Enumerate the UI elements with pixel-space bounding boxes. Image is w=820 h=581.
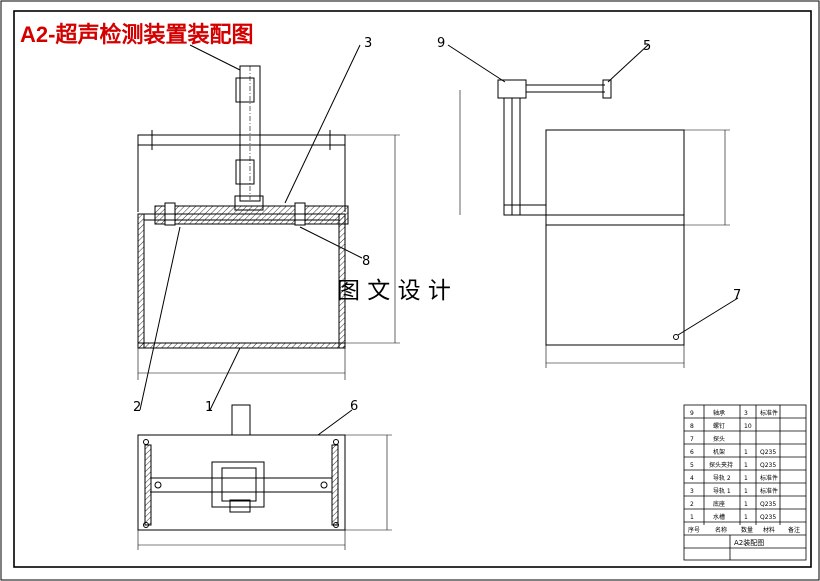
bom-qty: 1 [744,501,748,508]
balloon-8: 8 [362,254,370,269]
bom-no: 7 [690,436,694,443]
balloon-1: 1 [205,400,213,415]
side-view [447,44,739,368]
bom-name: 机架 [713,448,725,456]
bom-name: 探头 [713,435,725,443]
watermark-text: 图 文 设 计 [337,278,451,304]
balloon-6: 6 [350,399,358,414]
bom-qty: 1 [744,488,748,495]
bom-qty: 10 [744,423,752,430]
bom-header-mat: 材料 [763,526,775,534]
balloon-3: 3 [364,36,372,51]
bom-note: Q235 [760,514,776,521]
balloon-7: 7 [733,288,741,303]
bom-name: 水槽 [713,513,725,521]
bom-name: 螺钉 [713,422,725,430]
bom-no: 3 [690,488,694,495]
bom-name: 轴承 [713,409,725,417]
bom-no: 5 [690,462,694,469]
bom-qty: 1 [744,514,748,521]
bom-qty: 3 [744,410,748,417]
bom-no: 4 [690,475,694,482]
bom-table [683,404,807,561]
bom-header-no: 序号 [688,526,700,534]
bom-no: 1 [690,514,694,521]
front-view [137,44,400,411]
bom-rows: 9 轴承 3 标准件 8 螺钉 10 7 探头 6 机架 1 Q235 5 探头… [688,409,800,547]
bom-note: Q235 [760,462,776,469]
drawing-title: A2-超声检测装置装配图 [20,22,253,47]
bom-no: 8 [690,423,694,430]
bom-note: 标准件 [760,474,778,482]
bom-header-note: 备注 [788,526,800,534]
bom-note: 标准件 [760,487,778,495]
bom-name: 导轨 1 [713,487,731,495]
bom-name: 导轨 2 [713,474,731,482]
bom-qty: 1 [744,475,748,482]
balloon-9: 9 [437,36,445,51]
balloon-5: 5 [643,39,651,54]
bom-note: 标准件 [760,409,778,417]
bom-qty: 1 [744,449,748,456]
bom-header-qty: 数量 [741,526,753,534]
bom-name: 探头夹持 [709,461,733,469]
bom-header-name: 名称 [715,526,727,534]
balloon-2: 2 [133,400,141,415]
inner-frame [13,10,812,568]
bom-note: Q235 [760,501,776,508]
bom-no: 2 [690,501,694,508]
bom-qty: 1 [744,462,748,469]
bom-note: Q235 [760,449,776,456]
bom-drawing-title: A2装配图 [734,538,764,547]
top-view [137,404,392,550]
bom-no: 6 [690,449,694,456]
bom-name: 底座 [713,500,725,508]
bom-no: 9 [690,410,694,417]
